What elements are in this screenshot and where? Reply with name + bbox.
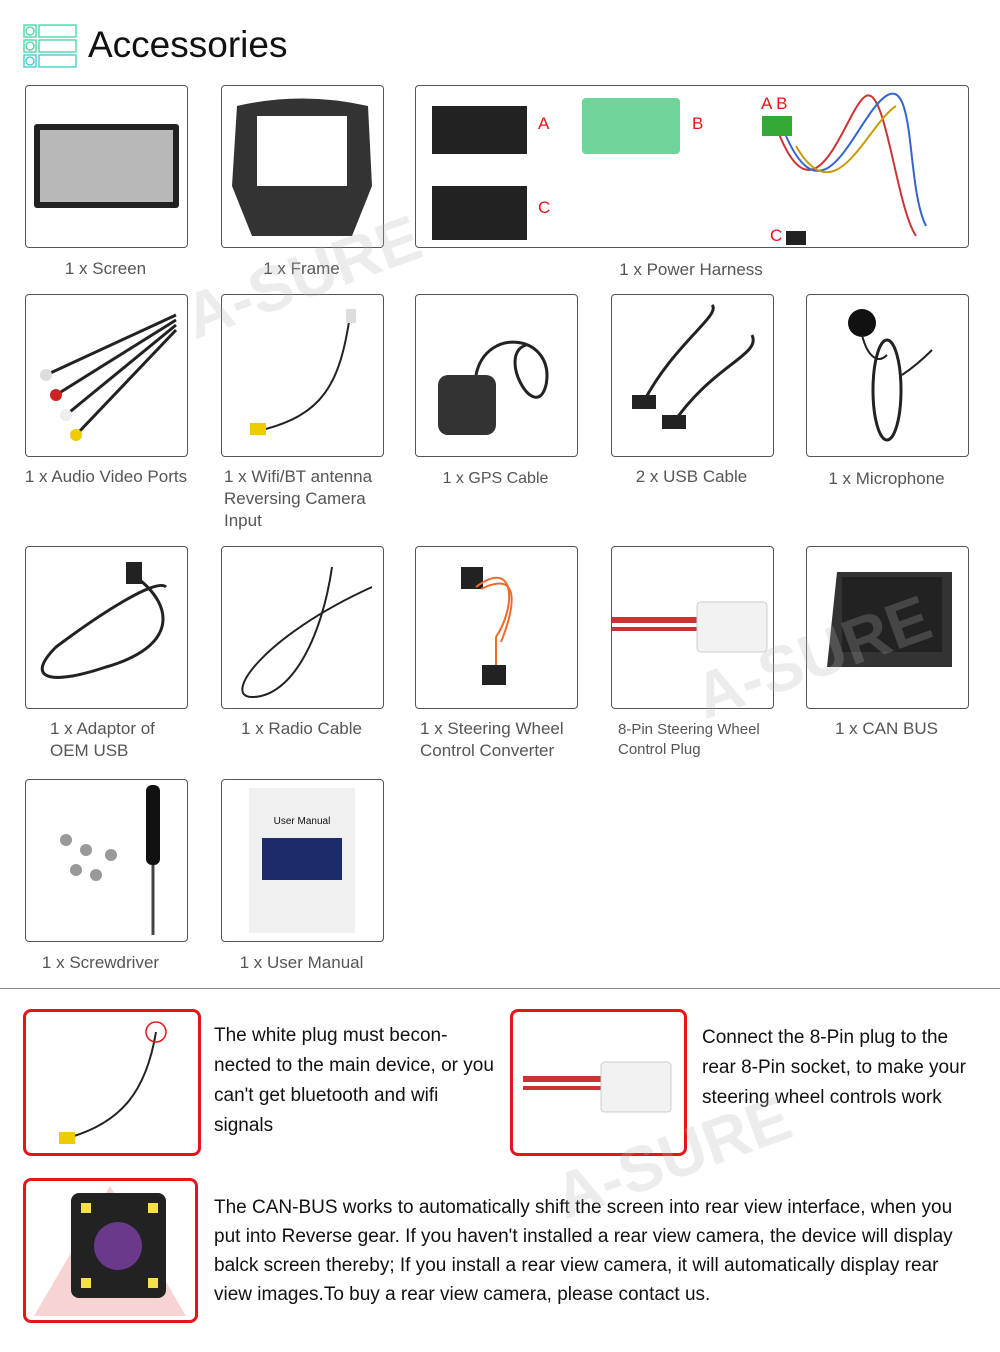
- wifi-antenna-image: [221, 294, 384, 457]
- radio-cable-image: [221, 546, 384, 709]
- item-label: 2 x USB Cable: [635, 467, 748, 486]
- page-title: Accessories: [88, 24, 288, 65]
- item-label: 1 x Frame: [263, 259, 340, 278]
- usb-cable-image: [611, 294, 774, 457]
- item-label: 1 x Wifi/BT antenna Reversing Camera Inp…: [224, 467, 373, 530]
- gps-cable-image: [415, 294, 578, 457]
- note-text: Connect the 8-Pin plug to the rear 8-Pin…: [702, 1027, 966, 1108]
- screen-image: [25, 85, 188, 248]
- audio-video-ports-image: [25, 294, 188, 457]
- item-label: 1 x Steering Wheel Control Converter: [420, 719, 564, 760]
- item-label: 1 x CAN BUS: [835, 719, 938, 738]
- rear-camera-note-image: [23, 1178, 198, 1323]
- steering-converter-image: [415, 546, 578, 709]
- wifi-antenna-note-image: [23, 1009, 201, 1156]
- connector-label-b: B: [692, 114, 704, 133]
- connector-label-ab: A B: [761, 94, 788, 113]
- oem-usb-adaptor-image: [25, 546, 188, 709]
- microphone-image: [806, 294, 969, 457]
- item-label: 1 x Screwdriver: [41, 953, 160, 972]
- manual-title: User Manual: [273, 816, 331, 827]
- can-bus-image: [806, 546, 969, 709]
- item-label: 8-Pin Steering Wheel Control Plug: [618, 721, 760, 758]
- item-label: 1 x User Manual: [239, 953, 364, 972]
- note-text: The white plug must becon-nected to the …: [214, 1025, 494, 1136]
- user-manual-image: User Manual: [221, 779, 384, 942]
- divider: [0, 988, 1000, 989]
- screwdriver-image: [25, 779, 188, 942]
- item-label: 1 x Microphone: [828, 469, 945, 488]
- frame-image: [221, 85, 384, 248]
- eight-pin-note-image: [510, 1009, 687, 1156]
- item-label: 1 x GPS Cable: [442, 470, 549, 487]
- connector-label-a: A: [538, 114, 550, 133]
- item-label: 1 x Screen: [64, 259, 147, 278]
- connector-label-c2: C: [770, 226, 783, 245]
- list-icon: [23, 24, 77, 68]
- power-harness-image: A B C A B C: [415, 85, 969, 248]
- item-label: 1 x Radio Cable: [241, 719, 362, 738]
- item-label: 1 x Audio Video Ports: [24, 467, 188, 486]
- note-text: The CAN-BUS works to automatically shift…: [214, 1197, 953, 1305]
- item-label: 1 x Adaptor of OEM USB: [50, 719, 155, 760]
- eight-pin-plug-image: [611, 546, 774, 709]
- connector-label-c: C: [538, 198, 551, 217]
- item-label: 1 x Power Harness: [619, 260, 763, 279]
